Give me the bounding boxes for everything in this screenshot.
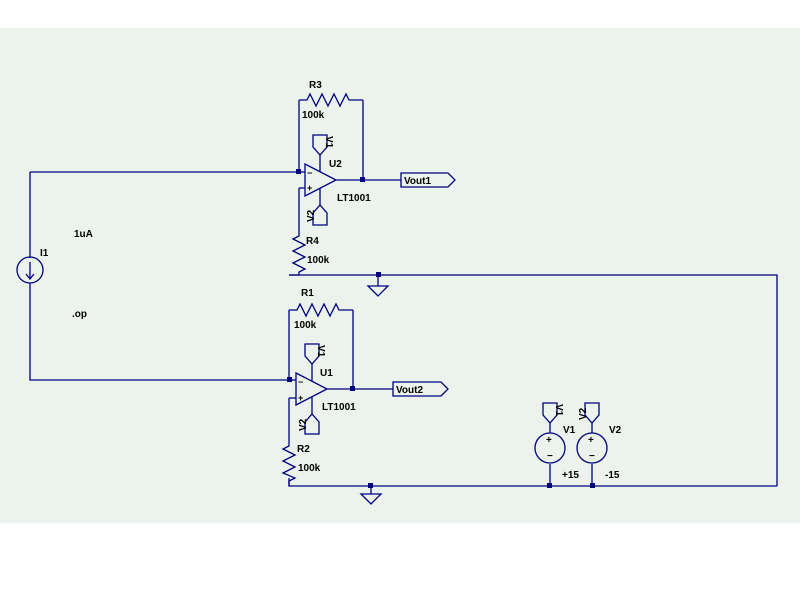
svg-text:V1: V1 [553,404,564,417]
svg-text:+: + [298,393,303,403]
svg-text:+: + [546,435,552,446]
svg-text:−: − [547,451,553,462]
ground-icon [366,285,390,297]
net-flag-v2-u1: V2 [298,413,320,435]
resistor-r1-value: 100k [294,320,317,331]
net-label-vout2[interactable]: Vout2 [392,381,449,397]
opamp-u1[interactable]: − + U1 LT1001 V1 V2 [289,343,356,435]
net-label-vout2-text: Vout2 [396,385,423,396]
junction-node [368,483,373,488]
junction-node [547,483,552,488]
resistor-r3[interactable]: R3 100k [299,80,363,121]
junction-node [360,177,365,182]
junction-node [350,386,355,391]
current-source-i1[interactable]: I1 1uA [16,229,93,284]
net-flag-v1-source: V1 [542,402,564,424]
resistor-r1[interactable]: R1 100k [289,288,353,331]
junction-nodes [287,169,595,488]
svg-text:V2: V2 [578,407,589,420]
svg-text:V1: V1 [315,345,326,358]
opamp-u1-model: LT1001 [322,402,356,413]
voltage-source-v2-value: -15 [605,470,620,481]
opamp-u2-name: U2 [329,159,342,170]
resistor-icon [289,232,307,276]
junction-node [590,483,595,488]
svg-text:−: − [298,377,303,387]
resistor-icon [281,442,297,486]
junction-node [376,272,381,277]
opamp-u1-name: U1 [320,368,333,379]
net-flag-v2-source: V2 [578,402,600,424]
resistor-r2[interactable]: R2 100k [281,442,321,486]
resistor-r4-name: R4 [306,236,319,247]
svg-text:−: − [307,168,312,178]
net-flag-v1-u2: V1 [312,134,334,156]
current-source-i1-value: 1uA [74,229,93,240]
svg-text:V1: V1 [323,136,334,149]
voltage-source-icon: + − [534,432,566,464]
svg-text:+: + [588,435,594,446]
voltage-source-v1[interactable]: V1 + − V1 +15 [534,402,579,481]
voltage-source-v2[interactable]: V2 + − V2 -15 [576,402,622,481]
resistor-r3-name: R3 [309,80,322,91]
wire-input-bottom [29,283,290,381]
svg-text:+: + [307,183,312,193]
opamp-u2-model: LT1001 [337,193,371,204]
resistor-r1-name: R1 [301,288,314,299]
opamp-u2[interactable]: − + U2 LT1001 V1 V2 [299,134,371,226]
ground-icon [359,493,383,505]
resistor-icon [289,302,353,318]
wire-ground-bus-top [289,274,778,486]
voltage-source-v2-name: V2 [609,425,622,436]
resistor-icon [299,92,363,108]
voltage-source-v1-value: +15 [562,470,579,481]
net-flag-v1-u1: V1 [304,343,326,365]
svg-text:V2: V2 [298,418,309,431]
net-label-vout1[interactable]: Vout1 [400,172,456,188]
spice-directive[interactable]: .op [72,309,87,320]
svg-text:V2: V2 [306,209,317,222]
voltage-source-v1-name: V1 [563,425,576,436]
junction-node [287,377,292,382]
net-label-vout1-text: Vout1 [404,176,431,187]
voltage-source-icon: + − [576,432,608,464]
resistor-r4-value: 100k [307,255,330,266]
current-source-i1-name: I1 [40,248,49,259]
current-source-icon [16,256,44,284]
svg-text:−: − [589,451,595,462]
resistor-r3-value: 100k [302,110,325,121]
resistor-r4[interactable]: R4 100k [289,232,330,276]
resistor-r2-name: R2 [297,444,310,455]
net-flag-v2-u2: V2 [306,204,328,226]
resistor-r2-value: 100k [298,463,321,474]
junction-node [296,169,301,174]
